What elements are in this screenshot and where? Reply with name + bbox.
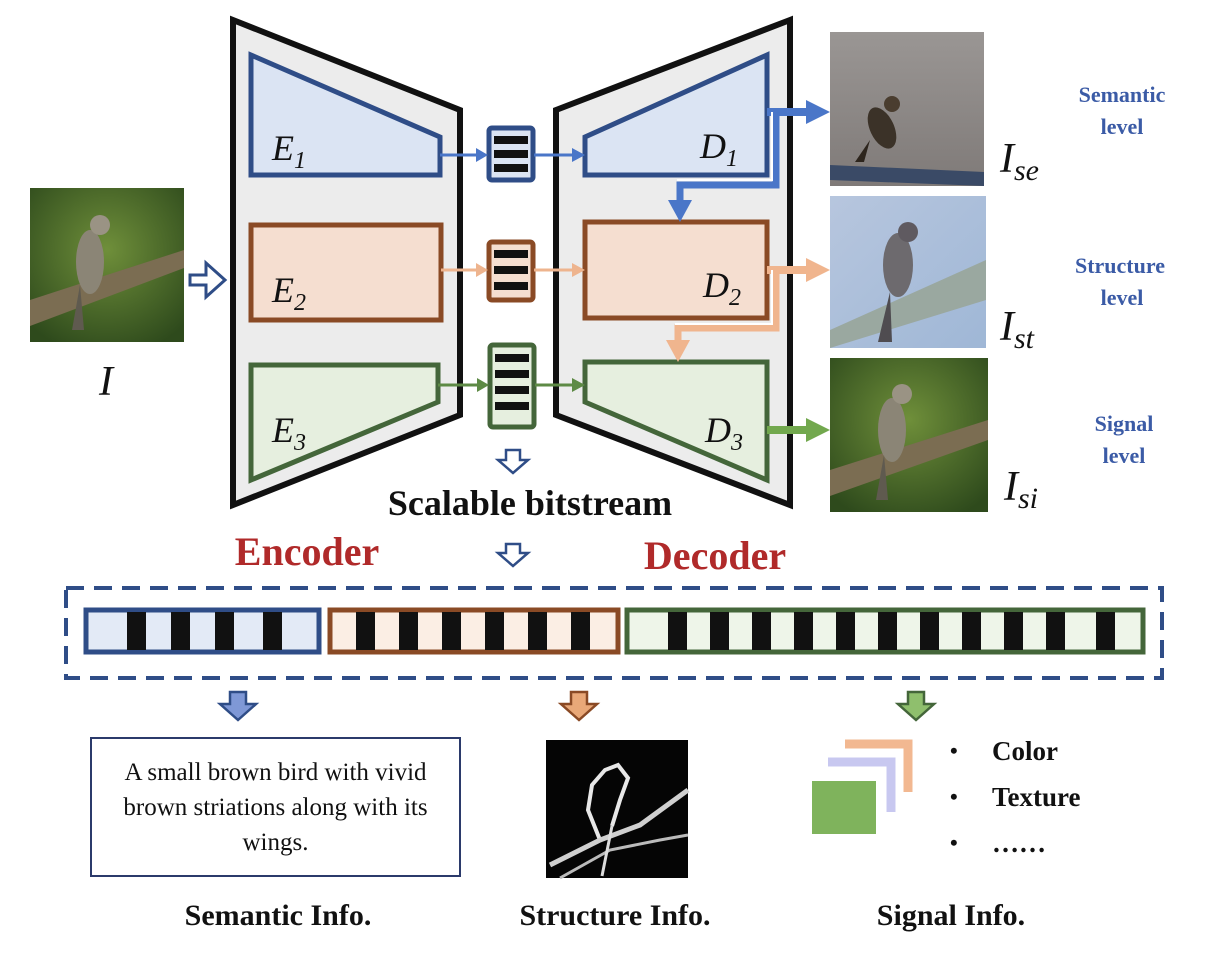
encoder-3-label: E3 (271, 410, 306, 456)
latent-code-3 (487, 342, 537, 430)
output-label-structure: Ist (999, 304, 1035, 355)
bullet-item: • …… (950, 820, 1081, 866)
output-arrow-1 (668, 100, 830, 222)
decoder-3-label: D3 (704, 410, 743, 456)
bitstream-segment-semantic (83, 607, 322, 655)
flow-arrows-row-1 (440, 148, 585, 162)
output-image-structure (830, 196, 986, 348)
bitstream-segment-structure (327, 607, 621, 655)
output-arrow-3 (767, 418, 830, 442)
input-label: I (98, 359, 115, 405)
decoder-2-label: D2 (702, 265, 741, 311)
input-arrow-icon (188, 259, 228, 301)
encoder-1-label: E1 (271, 128, 306, 174)
level-semantic-line1: Semantic (1079, 82, 1166, 107)
bullet-text: Texture (992, 781, 1081, 812)
level-structure-line1: Structure (1075, 253, 1165, 278)
level-structure-line2: level (1101, 285, 1144, 310)
decoder-block-2 (582, 219, 770, 321)
encoder-2-label: E2 (271, 270, 306, 316)
decoder-block-1 (582, 51, 770, 178)
input-image (30, 188, 184, 342)
bullet-text: …… (992, 827, 1046, 858)
signal-bullet-list: • Color • Texture • …… (950, 728, 1081, 866)
flow-arrows-row-2 (441, 263, 585, 277)
down-arrow-icon-semantic (216, 690, 260, 722)
semantic-caption-text: A small brown bird with vivid brown stri… (123, 758, 428, 856)
down-arrow-icon-2 (494, 542, 532, 568)
output-image-signal (830, 358, 988, 512)
structure-edge-map (546, 740, 690, 880)
output-arrow-2 (666, 258, 830, 362)
encoder-block-3 (248, 362, 441, 484)
structure-info-title: Structure Info. (519, 899, 710, 932)
bullet-item: • Texture (950, 774, 1081, 820)
down-arrow-icon-1 (494, 448, 532, 475)
down-arrow-icon-signal (894, 690, 938, 722)
output-label-semantic: Ise (999, 136, 1039, 187)
decoder-block-3 (582, 359, 770, 484)
flow-arrows-row-3 (438, 378, 585, 392)
level-semantic-line2: level (1101, 114, 1144, 139)
signal-info-title: Signal Info. (877, 899, 1025, 932)
latent-code-1 (486, 125, 536, 183)
signal-layers-icon (812, 739, 913, 834)
output-label-signal: Isi (1003, 464, 1038, 515)
output-image-semantic (830, 32, 984, 186)
bullet-item: • Color (950, 728, 1081, 774)
encoder-block-2 (248, 222, 444, 323)
bitstream-segment-signal (624, 607, 1146, 655)
level-signal-line2: level (1103, 443, 1146, 468)
encoder-heading: Encoder (235, 529, 379, 574)
bullet-text: Color (992, 735, 1058, 766)
encoder-block-1 (248, 51, 443, 178)
bullet-icon: • (950, 738, 958, 763)
bitstream-container (64, 586, 1164, 680)
down-arrow-icon-structure (557, 690, 601, 722)
semantic-caption-box: A small brown bird with vivid brown stri… (90, 737, 461, 877)
scalable-bitstream-label: Scalable bitstream (388, 483, 672, 523)
bullet-icon: • (950, 830, 958, 855)
semantic-info-title: Semantic Info. (185, 899, 372, 932)
level-signal-line1: Signal (1095, 411, 1154, 436)
decoder-heading: Decoder (644, 533, 786, 578)
latent-code-2 (486, 239, 536, 303)
decoder-1-label: D1 (699, 126, 738, 172)
bullet-icon: • (950, 784, 958, 809)
